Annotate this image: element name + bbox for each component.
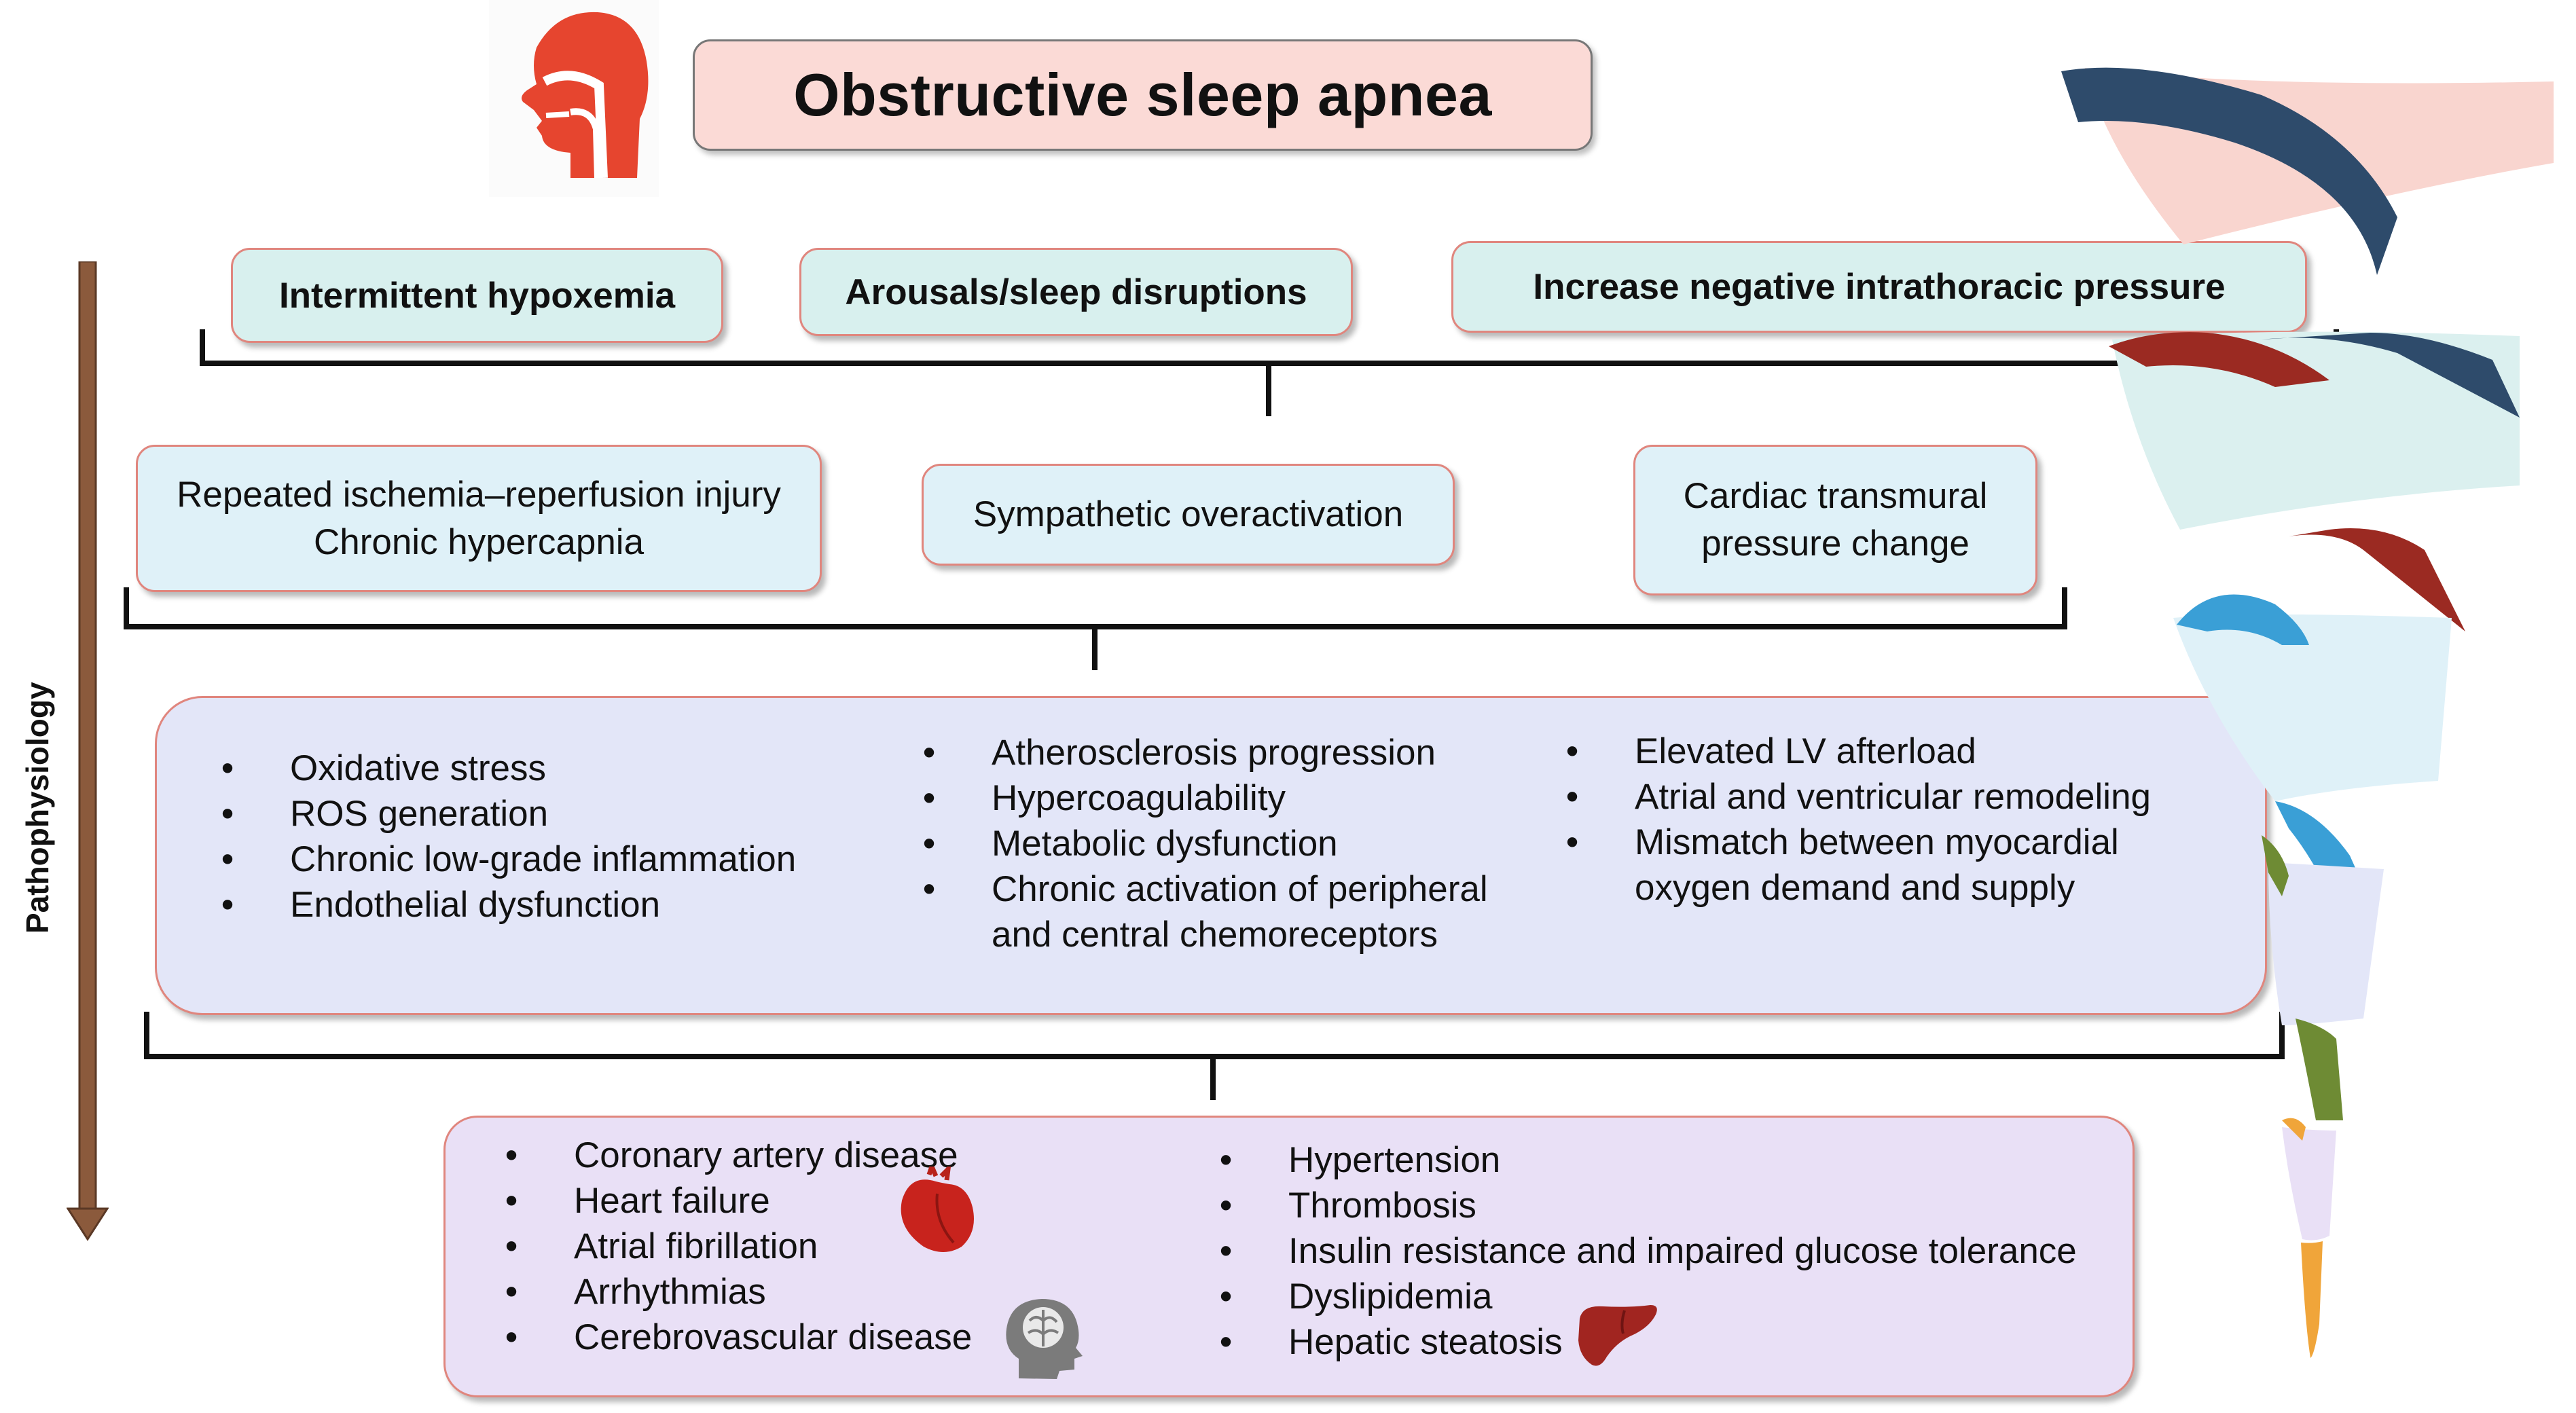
mechanisms-col1: Oxidative stress ROS generation Chronic …	[217, 746, 796, 928]
list-item: Chronic activation of peripheral	[919, 866, 1488, 912]
list-item: Arrhythmias	[501, 1269, 972, 1315]
list-item: Atherosclerosis progression	[919, 730, 1488, 775]
brain-head-icon	[1006, 1299, 1083, 1379]
head-airway-icon	[489, 0, 659, 197]
level2-line: Sympathetic overactivation	[973, 494, 1404, 534]
page-title: Obstructive sleep apnea	[793, 61, 1492, 128]
list-item: Atrial and ventricular remodeling	[1562, 774, 2151, 820]
level2-line: Repeated ischemia–reperfusion injury	[177, 474, 781, 515]
brace-level1	[200, 329, 2339, 416]
list-item: Thrombosis	[1216, 1183, 2077, 1228]
level2-line: Chronic hypercapnia	[313, 521, 645, 562]
level2-line: Cardiac transmural	[1683, 476, 1988, 516]
mechanisms-col2: Atherosclerosis progression Hypercoagula…	[919, 730, 1488, 957]
funnel-ribbon	[2061, 67, 2554, 1358]
liver-icon	[1578, 1305, 1657, 1366]
sympathetic-box: Sympathetic overactivation	[922, 464, 1455, 566]
list-item: Coronary artery disease	[501, 1133, 972, 1178]
mechanisms-col3: Elevated LV afterload Atrial and ventric…	[1562, 729, 2151, 911]
list-item: Hypercoagulability	[919, 775, 1488, 821]
list-item: Dyslipidemia	[1216, 1274, 2077, 1319]
level1-label: Intermittent hypoxemia	[278, 275, 676, 316]
brace-level3	[144, 1012, 2285, 1100]
level2-line: pressure change	[1701, 524, 1970, 564]
pathophysiology-arrow	[67, 261, 109, 1241]
level1-label: Increase negative intrathoracic pressure	[1533, 267, 2226, 307]
intrathoracic-pressure-box: Increase negative intrathoracic pressure	[1451, 241, 2307, 333]
list-item: Elevated LV afterload	[1562, 729, 2151, 774]
list-item: Oxidative stress	[217, 746, 796, 791]
list-item: Endothelial dysfunction	[217, 882, 796, 928]
outcomes-col1: Coronary artery disease Heart failure At…	[501, 1133, 972, 1360]
outcomes-col2: Hypertension Thrombosis Insulin resistan…	[1216, 1137, 2077, 1365]
list-item: Mismatch between myocardial	[1562, 820, 2151, 865]
intermittent-hypoxemia-box: Intermittent hypoxemia	[231, 248, 723, 343]
arousals-box: Arousals/sleep disruptions	[799, 248, 1353, 336]
pathophysiology-label: Pathophysiology	[20, 682, 55, 934]
heart-icon	[901, 1167, 974, 1252]
list-item: Atrial fibrillation	[501, 1224, 972, 1269]
list-item: oxygen demand and supply	[1635, 868, 2075, 908]
title-box: Obstructive sleep apnea	[693, 39, 1593, 151]
list-item: and central chemoreceptors	[992, 915, 1438, 955]
list-item: Hypertension	[1216, 1137, 2077, 1183]
list-item: Cerebrovascular disease	[501, 1315, 972, 1360]
level1-label: Arousals/sleep disruptions	[845, 272, 1307, 312]
list-item: Heart failure	[501, 1178, 972, 1224]
list-item: ROS generation	[217, 791, 796, 837]
list-item: Chronic low-grade inflammation	[217, 837, 796, 882]
list-item: Hepatic steatosis	[1216, 1319, 2077, 1365]
transmural-pressure-box: Cardiac transmural pressure change	[1633, 445, 2037, 595]
list-item: Insulin resistance and impaired glucose …	[1216, 1228, 2077, 1274]
list-item: Metabolic dysfunction	[919, 821, 1488, 866]
ischemia-reperfusion-box: Repeated ischemia–reperfusion injury Chr…	[136, 445, 822, 592]
brace-level2	[124, 587, 2067, 670]
